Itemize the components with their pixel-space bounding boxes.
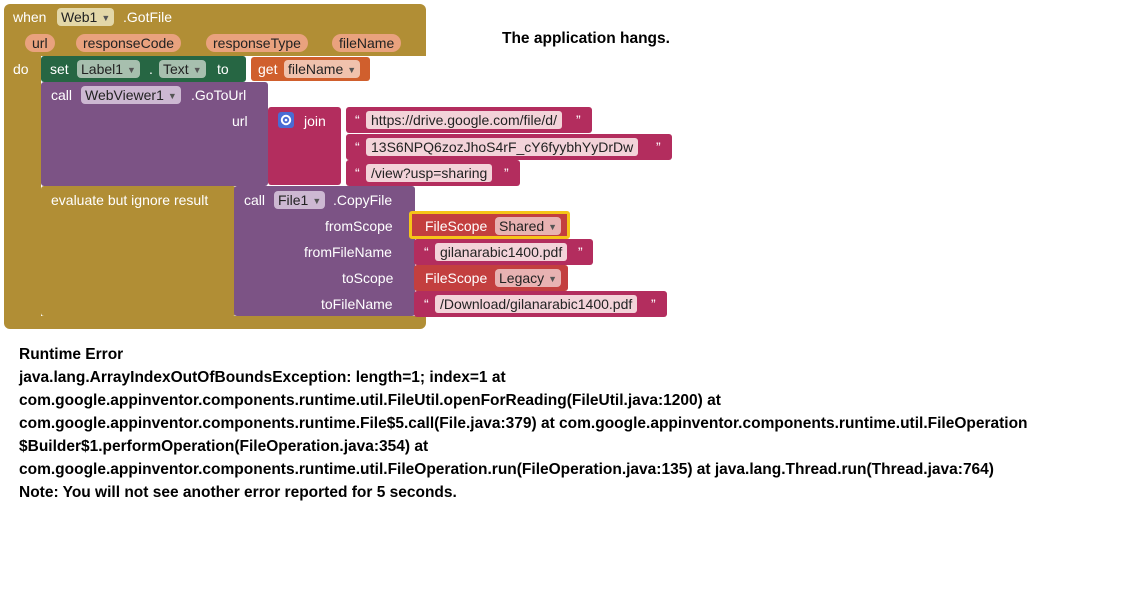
call-file-copyfile-block[interactable] bbox=[234, 186, 415, 316]
error-line: com.google.appinventor.components.runtim… bbox=[19, 415, 1028, 432]
text-value-url-part-1[interactable]: https://drive.google.com/file/d/ bbox=[366, 111, 562, 129]
copyfile-method-name: .CopyFile bbox=[333, 192, 393, 208]
error-note: Note: You will not see another error rep… bbox=[19, 484, 457, 501]
open-quote-icon: “ bbox=[355, 165, 360, 181]
do-keyword: do bbox=[13, 61, 29, 77]
to-keyword: to bbox=[217, 61, 229, 77]
gotourl-component-dropdown[interactable]: WebViewer1▼ bbox=[81, 86, 181, 104]
filescope-label: FileScope bbox=[425, 270, 488, 286]
error-line: com.google.appinventor.components.runtim… bbox=[19, 392, 721, 409]
close-quote-icon: ” bbox=[656, 139, 661, 155]
get-variable-dropdown[interactable]: fileName▼ bbox=[284, 60, 361, 78]
event-param-responsecode[interactable]: responseCode bbox=[76, 34, 182, 52]
chevron-down-icon: ▼ bbox=[312, 196, 322, 206]
when-keyword: when bbox=[13, 9, 47, 25]
error-line: java.lang.ArrayIndexOutOfBoundsException… bbox=[19, 369, 506, 386]
filescope-shared-value: Shared bbox=[499, 218, 545, 234]
filescope-shared-dropdown[interactable]: Shared▼ bbox=[495, 217, 562, 235]
call-keyword: call bbox=[51, 87, 73, 103]
close-quote-icon: ” bbox=[651, 296, 656, 312]
chevron-down-icon: ▼ bbox=[192, 65, 202, 75]
set-component-dropdown[interactable]: Label1▼ bbox=[77, 60, 140, 78]
arg-label-toscope: toScope bbox=[342, 270, 394, 286]
event-block-do-rail bbox=[4, 56, 41, 318]
event-param-responsetype[interactable]: responseType bbox=[206, 34, 308, 52]
set-keyword: set bbox=[50, 61, 69, 77]
open-quote-icon: “ bbox=[424, 296, 429, 312]
open-quote-icon: “ bbox=[355, 139, 360, 155]
set-property-dropdown[interactable]: Text▼ bbox=[159, 60, 206, 78]
event-param-filename[interactable]: fileName bbox=[332, 34, 402, 52]
error-line: com.google.appinventor.components.runtim… bbox=[19, 461, 994, 478]
event-component-dropdown[interactable]: Web1▼ bbox=[57, 8, 115, 26]
text-value-url-part-2[interactable]: 13S6NPQ6zozJhoS4rF_cY6fyybhYyDrDw bbox=[366, 138, 639, 156]
call-keyword: call bbox=[244, 192, 266, 208]
chevron-down-icon: ▼ bbox=[127, 65, 136, 75]
open-quote-icon: “ bbox=[424, 244, 429, 260]
close-quote-icon: ” bbox=[504, 165, 509, 181]
chevron-down-icon: ▼ bbox=[347, 65, 357, 75]
filescope-legacy-value: Legacy bbox=[499, 270, 545, 286]
filescope-legacy-dropdown[interactable]: Legacy▼ bbox=[495, 269, 562, 287]
event-param-url[interactable]: url bbox=[25, 34, 55, 52]
join-keyword: join bbox=[304, 113, 326, 129]
arg-label-fromscope: fromScope bbox=[325, 218, 393, 234]
error-title: Runtime Error bbox=[19, 346, 124, 363]
gotourl-component-name: WebViewer1 bbox=[85, 87, 164, 103]
copyfile-component-name: File1 bbox=[278, 192, 309, 208]
close-quote-icon: ” bbox=[578, 244, 583, 260]
arg-label-fromfilename: fromFileName bbox=[304, 244, 392, 260]
chevron-down-icon: ▼ bbox=[167, 91, 177, 101]
event-name: .GotFile bbox=[123, 9, 173, 25]
text-value-fromfilename[interactable]: gilanarabic1400.pdf bbox=[435, 243, 568, 261]
evaluate-ignore-result-block[interactable] bbox=[41, 186, 236, 316]
close-quote-icon: ” bbox=[576, 112, 581, 128]
get-keyword: get bbox=[258, 61, 278, 77]
text-value-tofilename[interactable]: /Download/gilanarabic1400.pdf bbox=[435, 295, 638, 313]
event-block-bottom bbox=[4, 316, 426, 329]
error-line: $Builder$1.performOperation(FileOperatio… bbox=[19, 438, 429, 455]
filescope-label: FileScope bbox=[425, 218, 488, 234]
set-property-name: Text bbox=[163, 61, 189, 77]
event-component-name: Web1 bbox=[61, 9, 98, 25]
set-dot: . bbox=[149, 61, 153, 77]
get-variable-name: fileName bbox=[288, 61, 344, 77]
mutator-gear-icon[interactable] bbox=[278, 112, 294, 128]
chevron-down-icon: ▼ bbox=[548, 274, 558, 284]
set-component-name: Label1 bbox=[81, 61, 124, 77]
gotourl-method-name: .GoToUrl bbox=[191, 87, 247, 103]
open-quote-icon: “ bbox=[355, 112, 360, 128]
text-value-url-part-3[interactable]: /view?usp=sharing bbox=[366, 164, 493, 182]
application-hangs-note: The application hangs. bbox=[502, 30, 670, 47]
set-label-text-block[interactable] bbox=[41, 56, 246, 82]
arg-label-tofilename: toFileName bbox=[321, 296, 393, 312]
gotourl-url-arg-label: url bbox=[232, 113, 248, 129]
chevron-down-icon: ▼ bbox=[101, 13, 111, 23]
copyfile-component-dropdown[interactable]: File1▼ bbox=[274, 191, 326, 209]
evaluate-ignore-label: evaluate but ignore result bbox=[51, 192, 209, 208]
chevron-down-icon: ▼ bbox=[548, 222, 558, 232]
